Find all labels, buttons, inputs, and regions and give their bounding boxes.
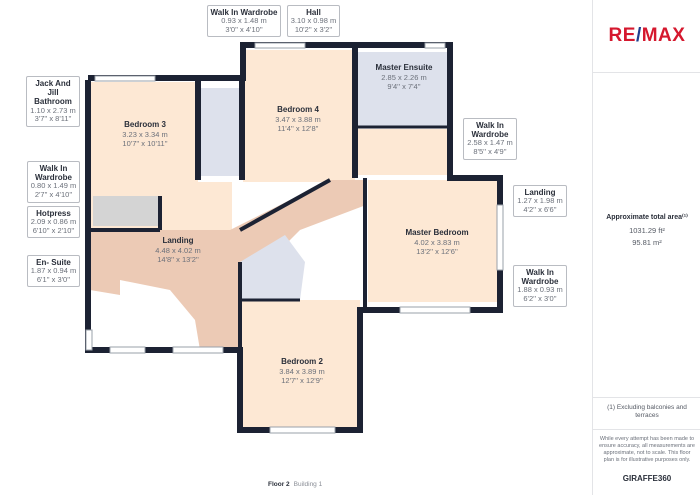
floor-name: Floor 2 — [268, 481, 290, 488]
room-metric: 3.84 x 3.89 m — [279, 366, 325, 376]
callout-metric: 2.09 x 0.86 m — [30, 217, 77, 227]
bedroom-2-floor — [240, 300, 360, 430]
callout-imperial: 4'2'' x 6'6'' — [523, 204, 557, 214]
building-name: Building 1 — [293, 481, 323, 488]
room-metric: 3.47 x 3.88 m — [275, 114, 321, 124]
room-name: Bedroom 2 — [281, 357, 323, 366]
walls — [85, 42, 503, 433]
area-title: Approximate total area⁽¹⁾ — [606, 214, 688, 221]
jack-and-jill-floor — [199, 88, 241, 176]
callout-title: Walk In Wardrobe — [521, 268, 559, 287]
callout-metric: 1.88 x 0.93 m — [517, 285, 563, 295]
room-imperial: 14'8'' x 13'2'' — [157, 254, 199, 264]
floor-plan — [85, 42, 504, 434]
callout-title: En- Suite — [36, 258, 71, 267]
room-imperial: 11'4'' x 12'8'' — [277, 123, 319, 133]
giraffe360-logo: GIRAFFE360 — [622, 474, 672, 483]
bedroom-3-floor — [90, 82, 198, 182]
callout-title: Hotpress — [36, 209, 71, 218]
callout-imperial: 6'10'' x 2'10'' — [32, 225, 75, 235]
callout-title: Walk In Wardrobe — [471, 121, 509, 140]
callout-metric: 2.58 x 1.47 m — [467, 138, 513, 148]
room-name: Bedroom 4 — [277, 105, 319, 114]
callout-imperial: 6'1'' x 3'0'' — [36, 274, 71, 284]
info-panel: RE/MAX Approximate total area⁽¹⁾ 1031.29 … — [592, 0, 700, 495]
room-imperial: 9'4'' x 7'4'' — [387, 81, 421, 91]
bedroom-4-floor — [243, 50, 355, 182]
rooms — [90, 50, 498, 430]
room-name: Master Ensuite — [375, 63, 433, 72]
room-imperial: 10'7'' x 10'11'' — [122, 138, 168, 148]
stair-void — [320, 225, 360, 265]
callout-metric: 0.80 x 1.49 m — [30, 181, 77, 191]
ensuite-floor — [240, 235, 305, 300]
room-metric: 4.48 x 4.02 m — [155, 245, 201, 255]
callout-imperial: 8'5'' x 4'9'' — [473, 147, 507, 156]
callout-title: Landing — [524, 188, 556, 197]
remax-logo: RE/MAX — [608, 25, 686, 46]
room-metric: 2.85 x 2.26 m — [381, 72, 427, 82]
callout-imperial: 6'2'' x 3'0'' — [523, 294, 557, 303]
callout-imperial: 3'0'' x 4'10'' — [225, 24, 263, 34]
callout-metric: 1.10 x 2.73 m — [30, 105, 76, 115]
wardrobe-floor — [357, 129, 450, 175]
room-metric: 4.02 x 3.83 m — [414, 237, 460, 247]
room-imperial: 13'2'' x 12'6'' — [416, 246, 458, 256]
callout-imperial: 2'7'' x 4'10'' — [34, 190, 73, 199]
callout-title: Hall — [306, 8, 321, 17]
callout-title: Jack And Jill Bathroom — [34, 79, 72, 107]
master-ensuite-floor — [357, 52, 450, 127]
landing-floor — [90, 180, 366, 350]
room-name: Master Bedroom — [405, 228, 469, 237]
callout-imperial: 10'2'' x 3'2'' — [294, 24, 333, 34]
windows — [85, 42, 504, 434]
total-area: Approximate total area⁽¹⁾ 1031.29 ft² 95.8… — [593, 213, 700, 247]
callout-title: Walk In Wardrobe — [210, 8, 278, 17]
footnote: (1) Excluding balconies and terraces — [607, 404, 687, 419]
area-ft: 1031.29 ft² — [629, 226, 665, 235]
callout-title: Walk In Wardrobe — [34, 164, 73, 183]
callout-imperial: 3'7'' x 8'11'' — [34, 114, 72, 124]
callout-metric: 1.27 x 1.98 m — [517, 196, 563, 206]
hotpress-floor — [93, 196, 158, 226]
area-m: 95.81 m² — [632, 238, 662, 247]
room-name: Landing — [162, 236, 194, 245]
callout-metric: 1.87 x 0.94 m — [30, 266, 77, 276]
room-name: Bedroom 3 — [124, 120, 166, 129]
callout-metric: 3.10 x 0.98 m — [290, 16, 337, 26]
master-bedroom-floor — [368, 180, 498, 302]
room-metric: 3.23 x 3.34 m — [122, 129, 168, 139]
callout-metric: 0.93 x 1.48 m — [221, 16, 267, 26]
disclaimer: While every attempt has been made to ens… — [599, 436, 695, 464]
room-imperial: 12'7'' x 12'9'' — [281, 375, 323, 385]
